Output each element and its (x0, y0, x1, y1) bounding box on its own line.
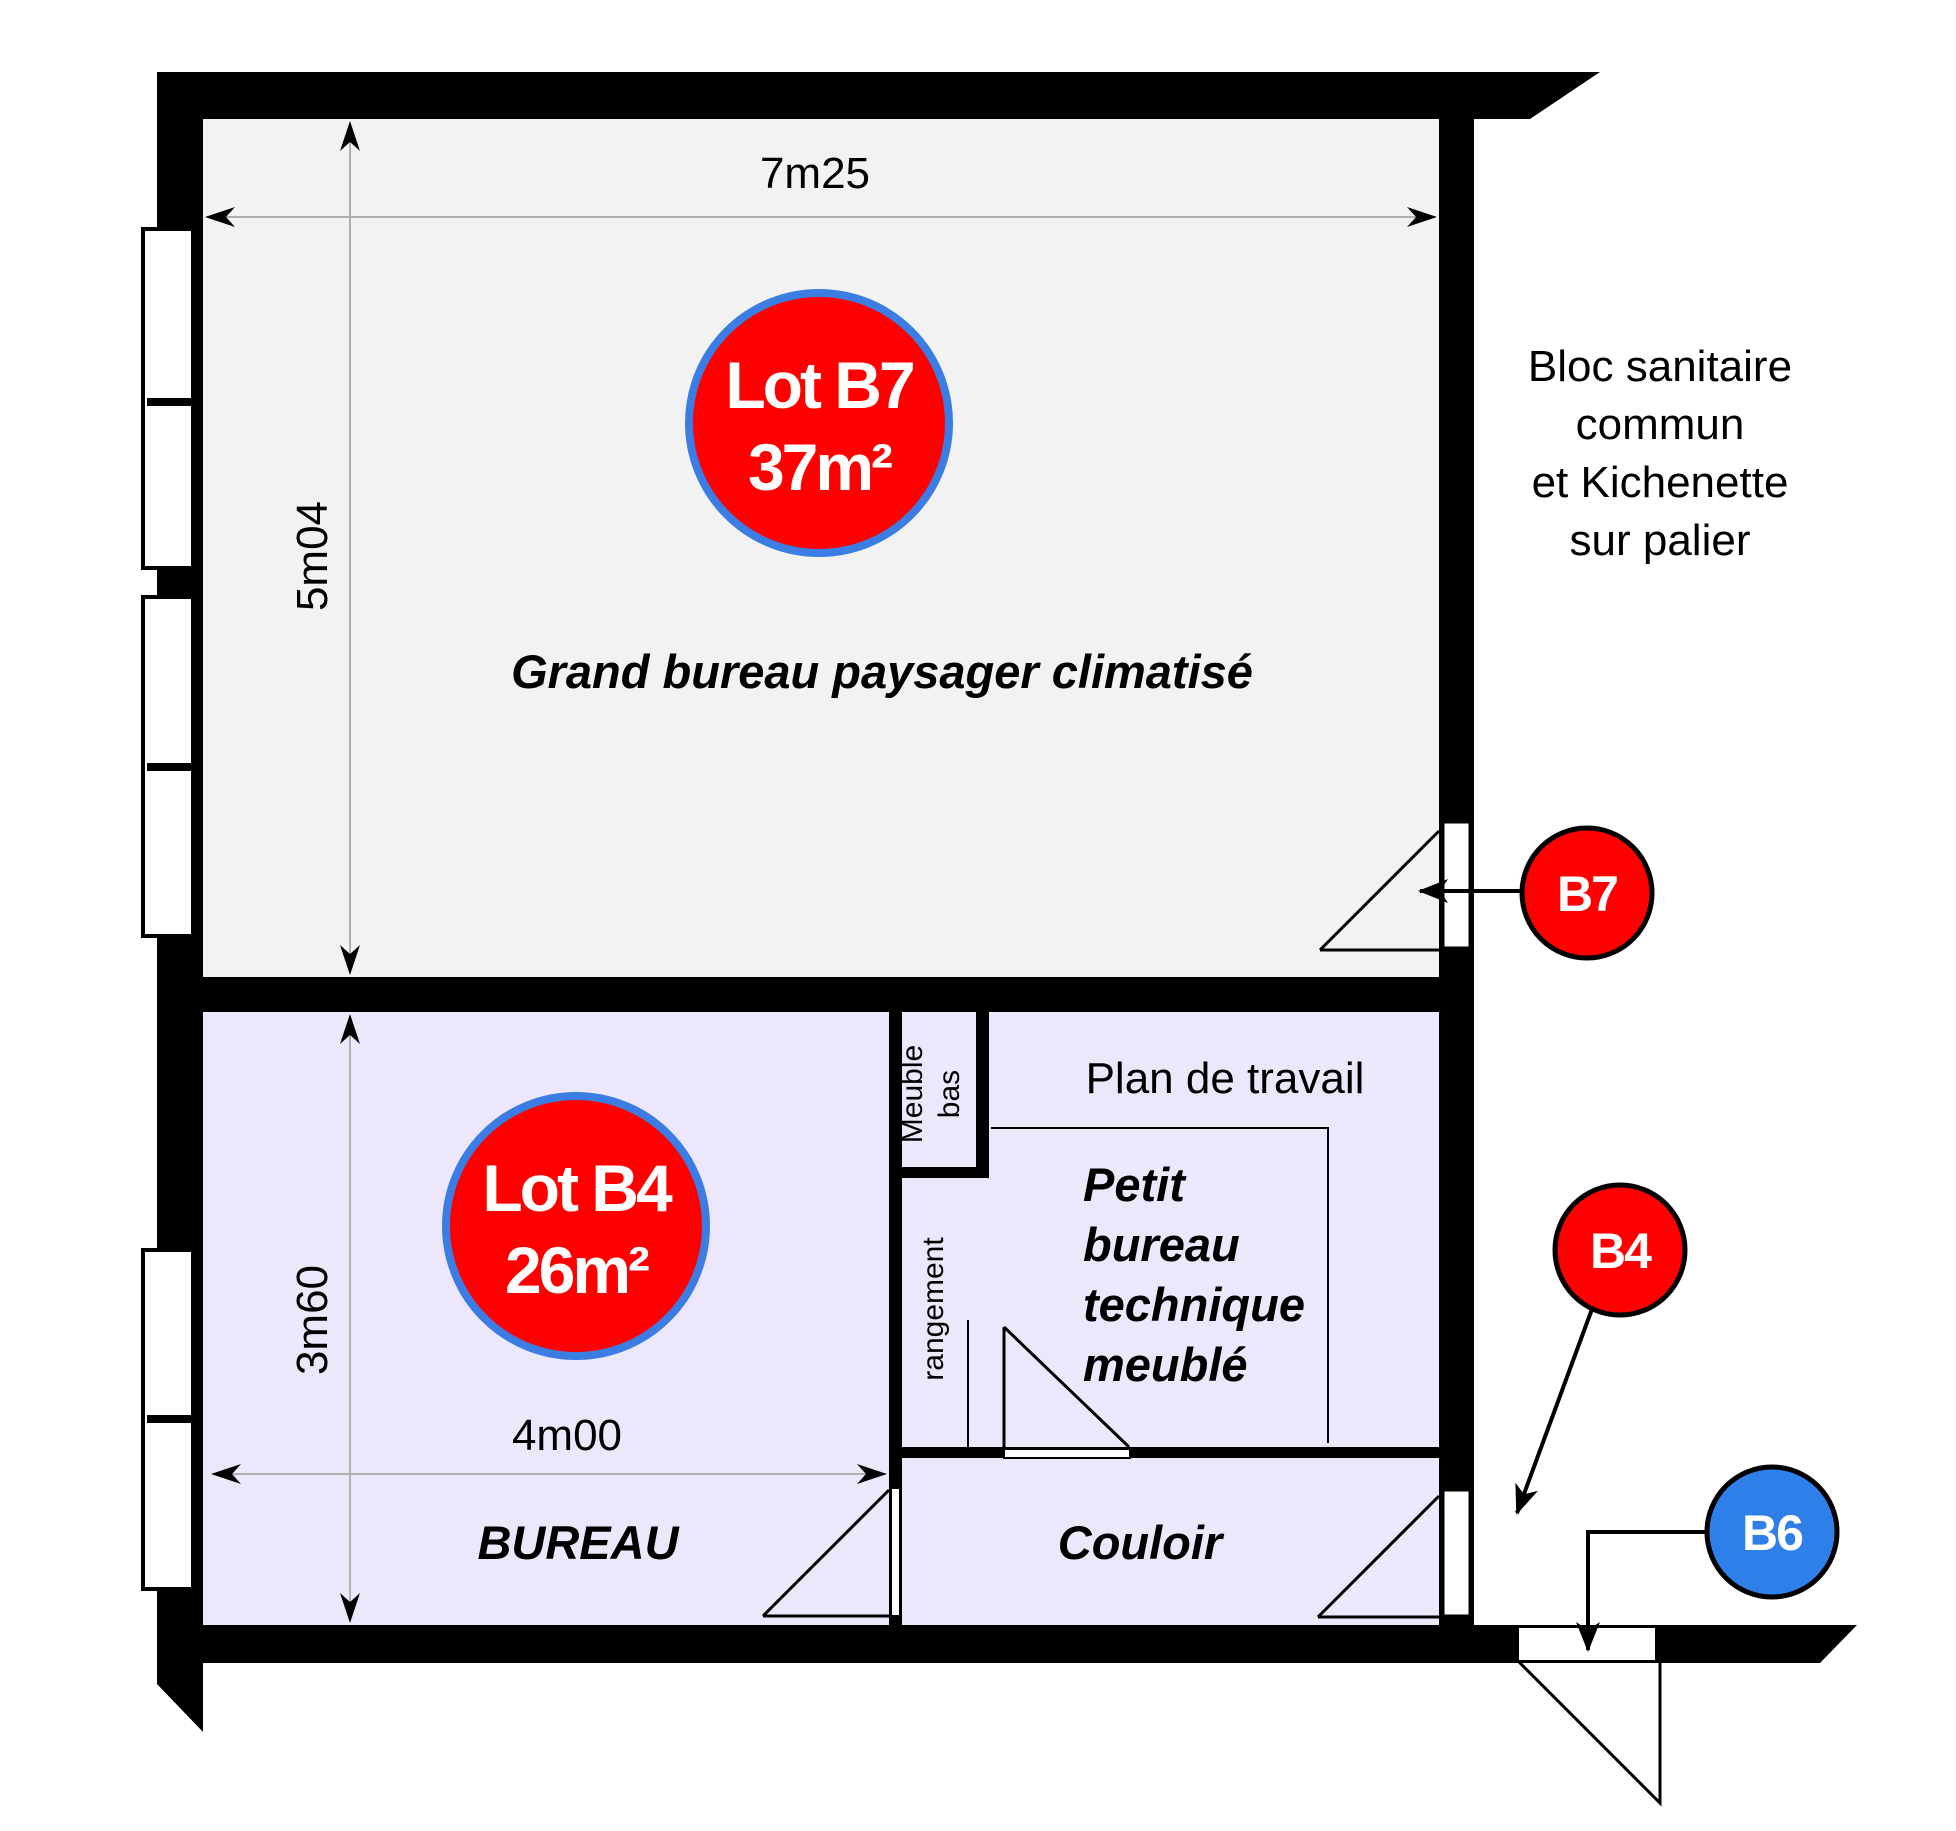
door-b6-swing (1516, 1659, 1662, 1807)
entrance-b4-badge (1552, 1182, 1688, 1318)
partition-meuble-bottom (889, 1167, 989, 1178)
lot-b7-area: 37m² (748, 430, 892, 504)
door-petit-bureau-swing (1002, 1325, 1131, 1449)
window-mullion (147, 1415, 193, 1423)
dim-b7-width: 7m25 (760, 149, 870, 198)
room-label-petit-bureau-3: technique (1083, 1278, 1305, 1331)
lot-b4-badge (442, 1092, 710, 1360)
door-b4-opening (1441, 1488, 1472, 1618)
rangement-label: rangement (917, 1237, 950, 1381)
entrance-b7-badge (1519, 825, 1655, 961)
entrance-b6-badge (1704, 1464, 1840, 1600)
landing-note-2: commun (1576, 400, 1745, 449)
window-mullion (147, 763, 193, 771)
landing-note-1: Bloc sanitaire (1528, 342, 1792, 391)
door-bureau-swing (761, 1488, 891, 1618)
door-b4-swing (1316, 1494, 1441, 1619)
meuble-bas-label-1: Meuble (896, 1045, 929, 1143)
room-b4-fill (203, 1012, 1439, 1625)
room-label-grand-bureau: Grand bureau paysager climatisé (511, 645, 1253, 698)
lot-b7-badge (685, 289, 953, 557)
lot-b4-area: 26m² (505, 1233, 649, 1307)
landing-note-3: et Kichenette (1532, 458, 1789, 507)
window-mullion (147, 398, 193, 406)
room-label-petit-bureau-4: meublé (1083, 1338, 1248, 1391)
entrance-b7-label: B7 (1557, 866, 1617, 922)
meuble-bas-label-2: bas (933, 1070, 966, 1118)
lot-b4-name: Lot B4 (482, 1151, 673, 1225)
entrance-b6-arrow (1576, 1530, 1705, 1652)
wall-middle (203, 977, 1474, 1012)
plan-de-travail-outline (991, 1127, 1329, 1443)
dim-b7-depth: 5m04 (288, 501, 337, 611)
partition-vertical (889, 1012, 902, 1625)
room-label-petit-bureau-1: Petit (1083, 1158, 1187, 1211)
entrance-b6-label: B6 (1742, 1505, 1802, 1561)
dim-b4-depth: 3m60 (288, 1265, 337, 1375)
wall-top (157, 72, 1600, 119)
door-bureau-opening (890, 1487, 901, 1617)
lot-b7-name: Lot B7 (725, 348, 913, 422)
plan-de-travail-label: Plan de travail (1086, 1054, 1365, 1103)
partition-meuble-right (976, 1012, 989, 1178)
room-label-petit-bureau-2: bureau (1083, 1218, 1240, 1271)
door-b7-swing (1318, 829, 1441, 952)
room-label-bureau: BUREAU (477, 1516, 679, 1569)
door-b7-opening (1441, 820, 1472, 950)
room-label-couloir: Couloir (1058, 1516, 1225, 1569)
landing-note-4: sur palier (1570, 516, 1751, 565)
wall-bottom (203, 1625, 1857, 1663)
partition-couloir (889, 1447, 1439, 1458)
entrance-b4-label: B4 (1590, 1223, 1652, 1279)
door-petit-bureau-opening (1003, 1448, 1131, 1459)
dim-b4-width: 4m00 (512, 1411, 622, 1460)
entrance-b4-arrow (1515, 1308, 1594, 1515)
